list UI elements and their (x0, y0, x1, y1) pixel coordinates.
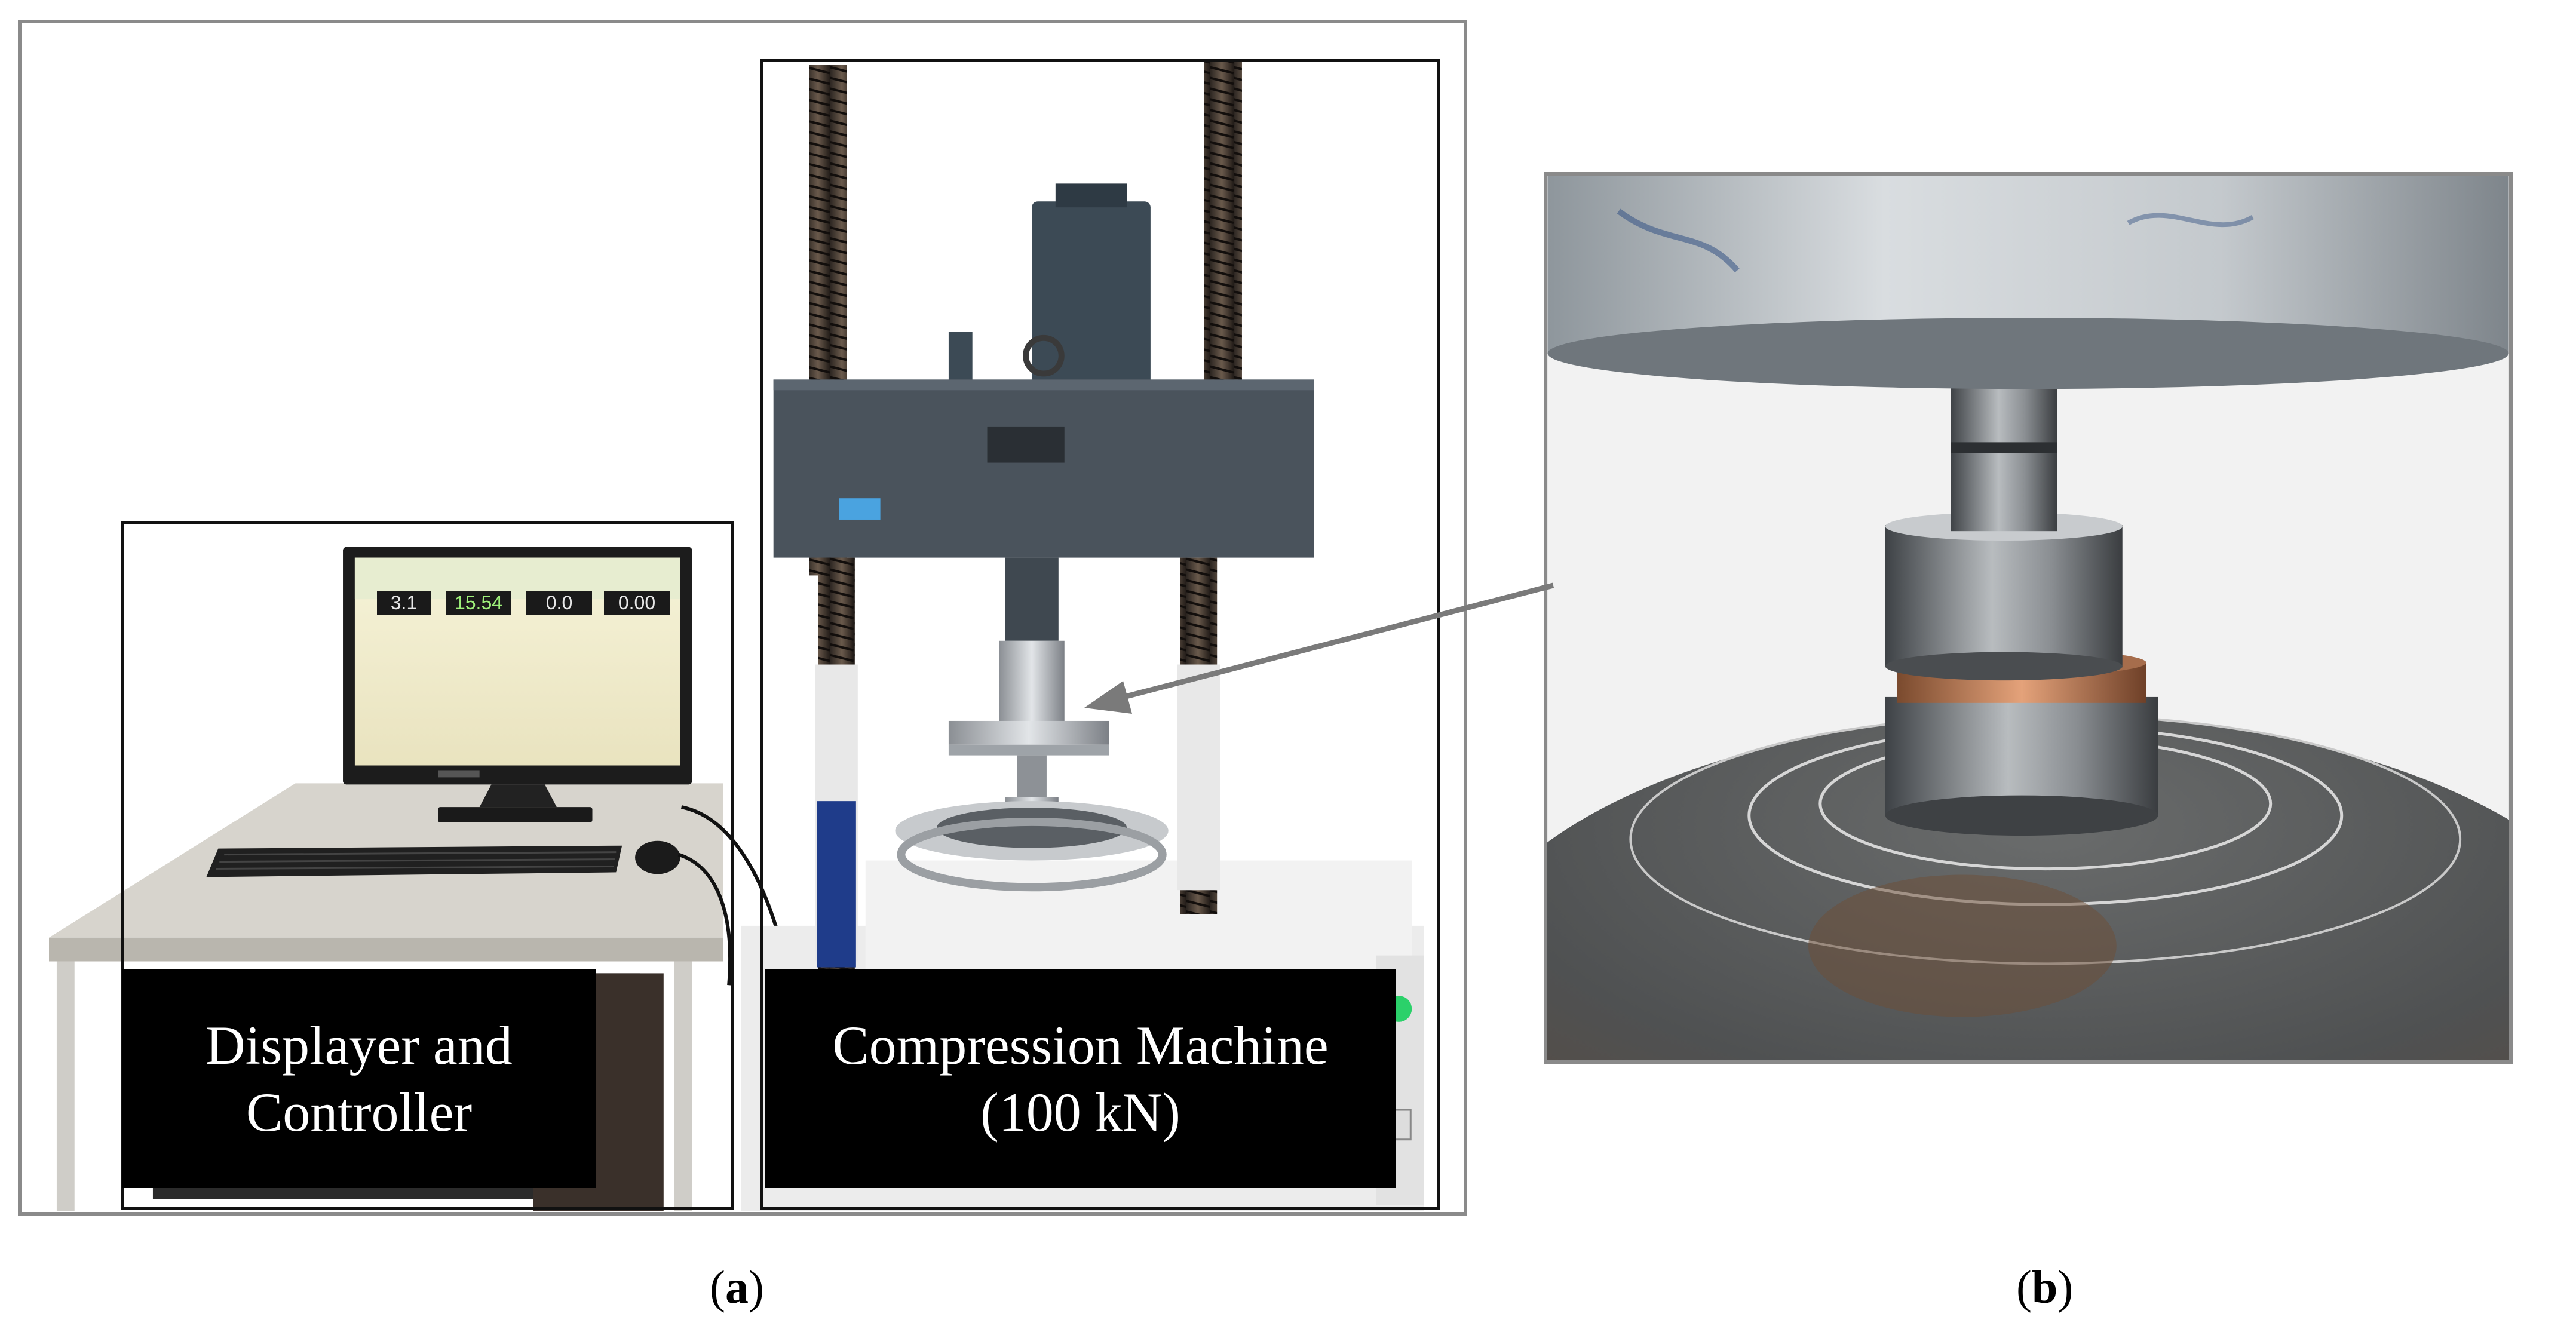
mouse (635, 840, 680, 874)
crosshead (773, 379, 1314, 558)
upper-plate (1547, 176, 2509, 389)
base-plate (1547, 713, 2509, 1060)
caption-a-letter: a (725, 1261, 749, 1313)
machine-label-line1: Compression Machine (832, 1015, 1329, 1076)
displayer-controller-label: Displayer and Controller (122, 969, 596, 1188)
motor (948, 183, 1151, 398)
readout-1: 3.1 (377, 591, 431, 615)
panel-b-closeup-photo (1544, 172, 2513, 1064)
screen-readouts: 3.1 15.54 0.0 0.00 (377, 591, 670, 615)
readout-3: 0.0 (526, 591, 592, 615)
specimen-closeup-scene (1547, 176, 2509, 1060)
caption-b-letter: b (2031, 1261, 2058, 1313)
panel-a-photo: 3.1 15.54 0.0 0.00 Displayer and Control… (18, 20, 1467, 1216)
displayer-label-line1: Displayer and (206, 1015, 513, 1076)
caption-a: (a) (710, 1261, 764, 1313)
lower-platen (895, 801, 1169, 892)
caption-b: (b) (2016, 1261, 2074, 1313)
readout-4: 0.00 (604, 591, 670, 615)
keyboard (206, 845, 622, 877)
upper-collar (1885, 512, 2123, 681)
machine-label-line2: (100 kN) (980, 1082, 1180, 1143)
load-cell (948, 557, 1109, 821)
displayer-label-line2: Controller (246, 1082, 473, 1143)
displayer-highlight-box (121, 521, 734, 1210)
compression-machine-label: Compression Machine (100 kN) (765, 969, 1396, 1188)
readout-2: 15.54 (446, 591, 511, 615)
